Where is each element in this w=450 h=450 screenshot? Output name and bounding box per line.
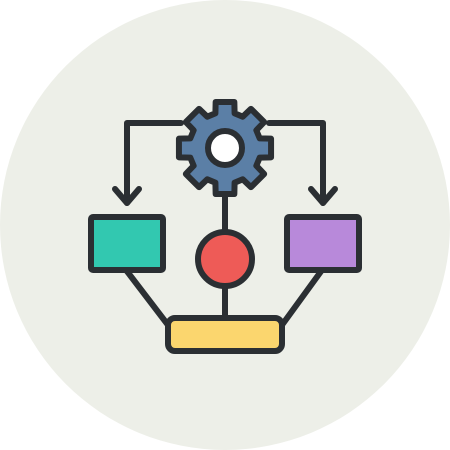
left-box [88, 214, 166, 273]
arrow-right [266, 120, 326, 206]
connector-lines [112, 120, 338, 328]
right-to-bottom-line [279, 267, 325, 328]
arrow-left-head [112, 186, 142, 206]
center-node [195, 229, 255, 289]
gear-hub [205, 128, 245, 168]
gear-icon [175, 98, 275, 198]
left-to-bottom-line [123, 267, 171, 328]
arrow-left [124, 120, 184, 206]
right-box [284, 214, 362, 273]
arrow-right-head [308, 186, 338, 206]
bottom-box [165, 315, 285, 354]
